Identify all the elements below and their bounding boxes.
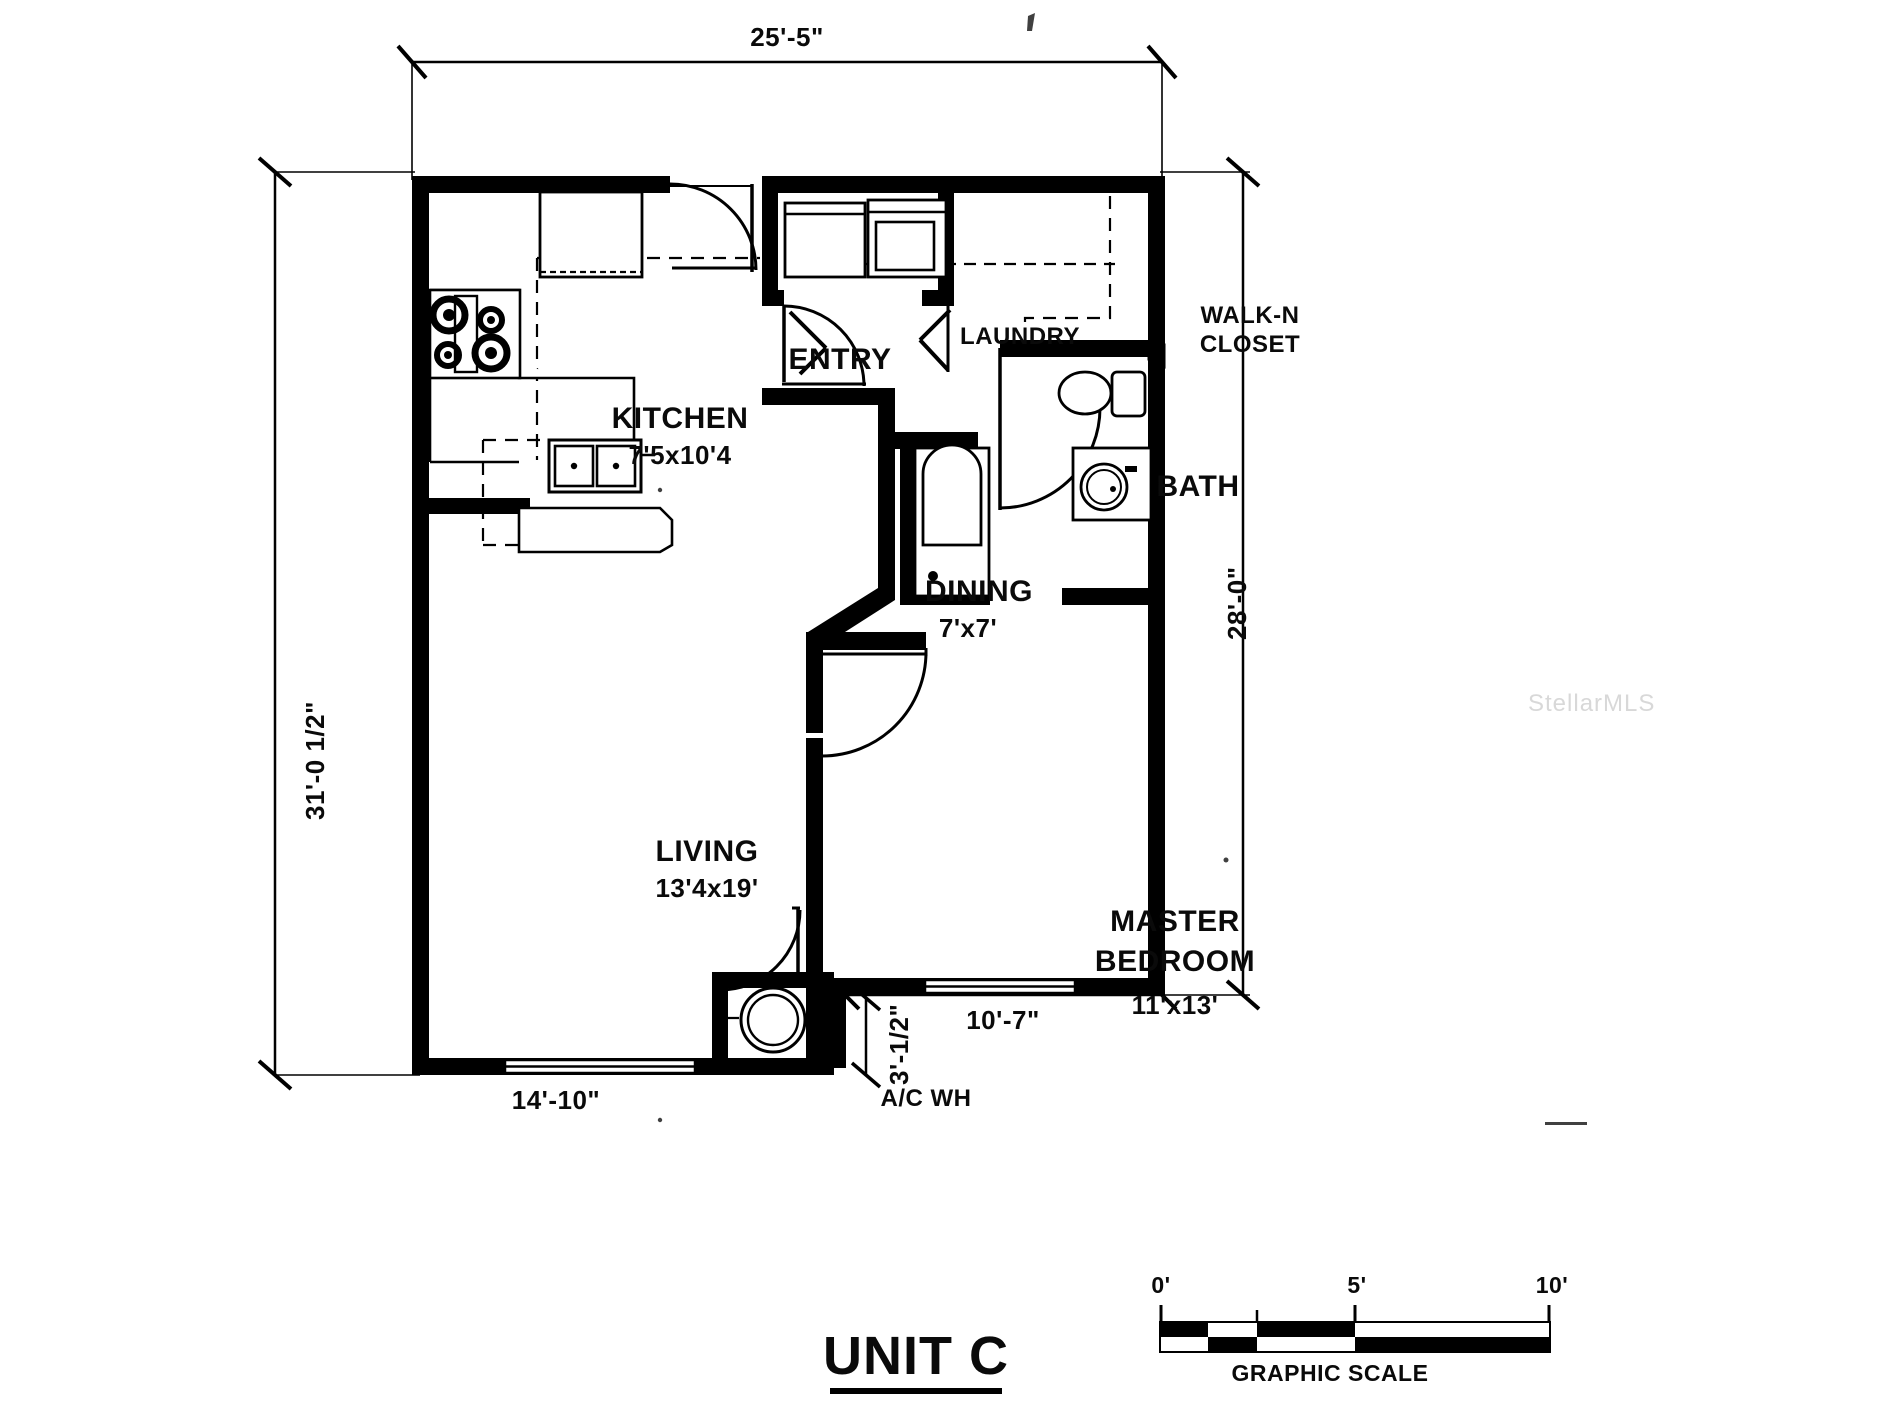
toilet [1057, 370, 1147, 418]
walls [412, 176, 1165, 1075]
room-label-bath: BATH [1156, 470, 1240, 503]
watermark: StellarMLS [1528, 690, 1656, 717]
room-dimension-dining: 7'x7' [938, 613, 998, 643]
room-label-walk-in-closet-line1: WALK-N [1200, 302, 1300, 329]
graphic-scale-caption: GRAPHIC SCALE [1231, 1360, 1429, 1386]
unit-title: UNIT C [823, 1326, 1009, 1386]
room-label-master-bedroom-line1: MASTER [1110, 905, 1240, 938]
bath-fixtures [913, 343, 1166, 598]
double-bowl-sink [547, 438, 643, 494]
room-label-laundry: LAUNDRY [960, 323, 1080, 350]
room-label-master-bedroom-line2: BEDROOM [1094, 945, 1256, 978]
room-dimension-master-bedroom: 11'x13' [1131, 990, 1219, 1020]
ac-water-heater-closet [719, 906, 820, 1058]
scale-tick-10: 10' [1535, 1272, 1569, 1298]
scale-tick-0: 0' [1151, 1272, 1171, 1298]
room-label-dining: DINING [925, 575, 1033, 608]
dimension-bottom-jog: 3'-1/2" [884, 1003, 914, 1085]
dimension-bottom-left: 14'-10" [511, 1085, 601, 1115]
dimension-bottom-right: 10'-7" [966, 1005, 1040, 1035]
windows [503, 978, 1077, 1075]
label-ac-water-heater: A/C WH [880, 1085, 972, 1112]
room-dimension-kitchen: 7'5x10'4 [628, 440, 732, 470]
room-label-walk-in-closet-line2: CLOSET [1199, 331, 1301, 358]
room-label-entry: ENTRY [788, 343, 892, 376]
range-cooktop [428, 288, 522, 380]
master-bedroom-door [806, 648, 928, 758]
refrigerator [538, 190, 644, 279]
kitchen-fixtures [428, 190, 760, 554]
dimension-left-overall: 31'-0 1/2" [300, 701, 330, 820]
bathtub [913, 443, 991, 598]
scan-artifacts [657, 13, 1587, 1125]
scale-tick-5: 5' [1347, 1272, 1367, 1298]
laundry-doors [782, 304, 952, 387]
room-label-kitchen: KITCHEN [611, 402, 749, 435]
laundry-appliances [783, 198, 1115, 279]
dimension-top-overall: 25'-5" [750, 22, 824, 52]
washer [783, 201, 867, 279]
graphic-scale-bar [1159, 1305, 1551, 1353]
room-dimension-living: 13'4x19' [655, 873, 759, 903]
closet-shelving [1023, 196, 1112, 345]
vanity-sink [1071, 446, 1153, 522]
unit-title-underline [830, 1388, 1002, 1394]
entry-door [669, 182, 758, 272]
dimension-right-overall: 28'-0" [1222, 566, 1252, 640]
room-label-living: LIVING [655, 835, 759, 868]
